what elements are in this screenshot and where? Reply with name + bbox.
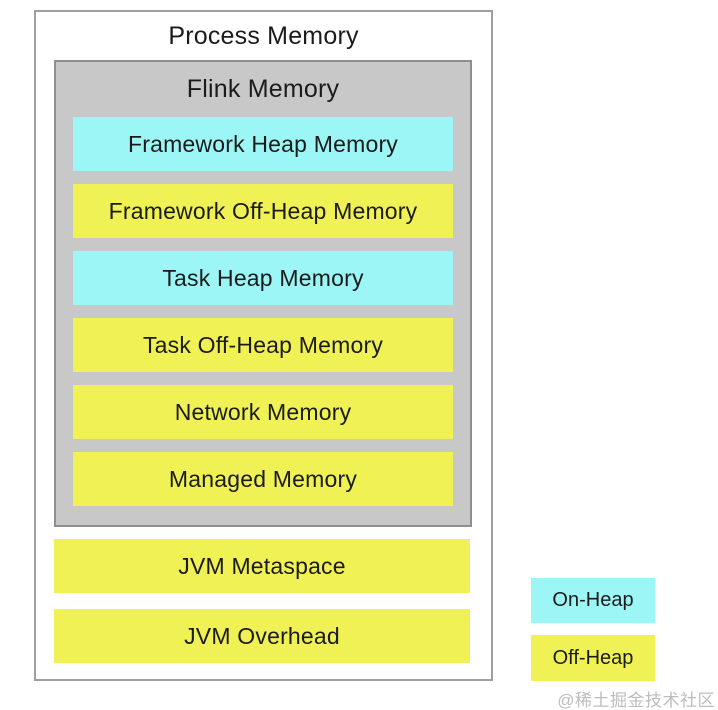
memory-block-task-heap: Task Heap Memory	[73, 251, 453, 305]
legend-label: On-Heap	[552, 589, 634, 611]
legend-off-heap: Off-Heap	[531, 635, 655, 681]
memory-block-label: JVM Overhead	[184, 622, 340, 649]
flink-memory-box: Flink Memory Framework Heap Memory Frame…	[54, 60, 472, 527]
legend-on-heap: On-Heap	[531, 578, 655, 623]
memory-block-network: Network Memory	[73, 385, 453, 439]
legend-label: Off-Heap	[552, 646, 634, 669]
memory-block-framework-off-heap: Framework Off-Heap Memory	[73, 184, 453, 238]
process-memory-box: Process Memory Flink Memory Framework He…	[34, 10, 493, 681]
process-memory-title: Process Memory	[168, 21, 359, 50]
memory-block-label: JVM Metaspace	[178, 552, 346, 579]
memory-block-managed: Managed Memory	[73, 452, 453, 506]
memory-block-label: Managed Memory	[168, 465, 358, 492]
memory-block-label: Task Off-Heap Memory	[142, 331, 384, 358]
memory-block-label: Framework Off-Heap Memory	[108, 197, 418, 224]
memory-block-label: Framework Heap Memory	[127, 130, 399, 157]
watermark-text: @稀土掘金技术社区	[557, 691, 715, 710]
memory-block-task-off-heap: Task Off-Heap Memory	[73, 318, 453, 372]
memory-block-label: Task Heap Memory	[162, 264, 364, 291]
memory-block-framework-heap: Framework Heap Memory	[73, 117, 453, 171]
memory-block-label: Network Memory	[174, 398, 352, 425]
memory-block-jvm-metaspace: JVM Metaspace	[54, 539, 470, 593]
flink-memory-title: Flink Memory	[186, 75, 340, 103]
memory-block-jvm-overhead: JVM Overhead	[54, 609, 470, 663]
